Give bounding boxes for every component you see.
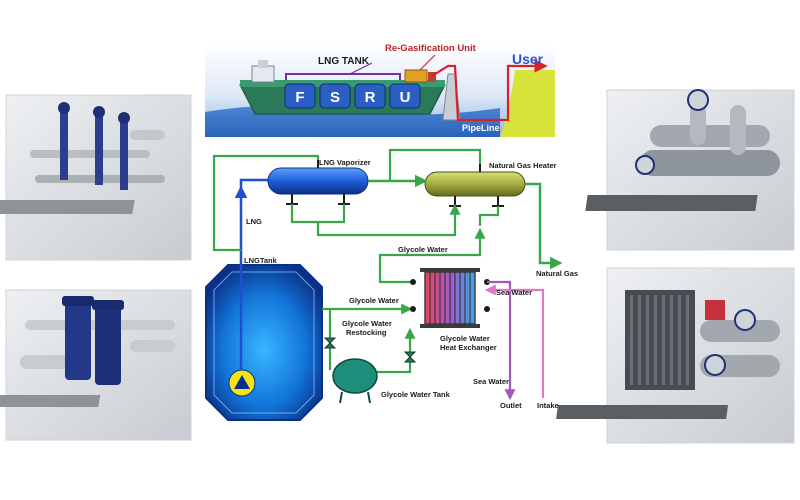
label-restocking-1: Glycole Water	[342, 319, 392, 328]
shore	[500, 70, 555, 137]
glycol-top-loop-left	[212, 154, 320, 252]
glycol-tank-to-hx	[374, 327, 416, 374]
label-outlet: Outlet	[500, 401, 522, 410]
label-natural-gas-heater: Natural Gas Heater	[489, 161, 557, 170]
label-sea-water-bottom: Sea Water	[473, 377, 509, 386]
label-intake: Intake	[537, 401, 559, 410]
photo-pump-unit	[0, 289, 192, 441]
gas-pipeline-path	[431, 59, 548, 122]
label-lng-tank: LNGTank	[244, 256, 278, 265]
hero-pipeline-label: PipeLine	[462, 123, 500, 133]
label-glycol-water-upper: Glycole Water	[398, 245, 448, 254]
photo-plate-heat-exchanger	[556, 267, 795, 444]
label-hx-2: Heat Exchanger	[440, 343, 497, 352]
glycol-hx-to-heater	[378, 227, 486, 284]
tank-outlet-valve	[403, 351, 417, 363]
sea-water-intake-line	[484, 284, 545, 398]
regas-unit-module	[404, 69, 428, 83]
restocking-valve	[323, 337, 337, 349]
fsru-letter-u: U	[400, 89, 411, 106]
photo-heat-exchanger-piping	[585, 89, 795, 251]
fsru-tanks: F S R U	[284, 83, 421, 109]
natural-gas-output	[525, 182, 563, 270]
label-lng-vaporizer: LNG Vaporizer	[319, 158, 371, 167]
hero-user-label: User	[512, 51, 544, 67]
label-glycol-water-tank: Glycole Water Tank	[381, 390, 451, 399]
glycol-heat-exchanger	[410, 268, 490, 328]
natural-gas-heater	[424, 164, 526, 207]
pump-triangle-icon	[234, 375, 250, 389]
label-natural-gas: Natural Gas	[536, 269, 578, 278]
label-sea-water-top: Sea Water	[496, 288, 532, 297]
lng-vaporizer	[267, 160, 369, 205]
label-hx-1: Glycole Water	[440, 334, 490, 343]
glycol-vaporizer-to-heater	[316, 203, 461, 237]
label-glycol-water-left: Glycole Water	[349, 296, 399, 305]
lng-storage-tank	[205, 264, 323, 421]
photo-valve-skid	[0, 94, 192, 261]
label-restocking-2: Restocking	[346, 328, 387, 337]
hero-lng-tank-label: LNG TANK	[318, 56, 370, 67]
fsru-letter-s: S	[330, 89, 340, 106]
hero-regas-unit-label: Re-Gasification Unit	[385, 43, 477, 54]
fsru-letter-r: R	[365, 89, 376, 106]
ship-bridge	[251, 65, 275, 83]
fsru-hero-panel: F S R U LNG TANK Re-Gasification Unit Us…	[205, 43, 555, 137]
vaporizer-glycol-loop	[290, 204, 346, 224]
sea-water-outlet-line	[487, 280, 516, 401]
fsru-letter-f: F	[295, 89, 304, 106]
label-lng: LNG	[246, 217, 262, 226]
process-flow: LNG Vaporizer Natural Gas Heater LNG LNG…	[205, 148, 578, 421]
glycol-water-tank	[332, 358, 378, 404]
glycol-top-loop-right	[388, 148, 482, 181]
